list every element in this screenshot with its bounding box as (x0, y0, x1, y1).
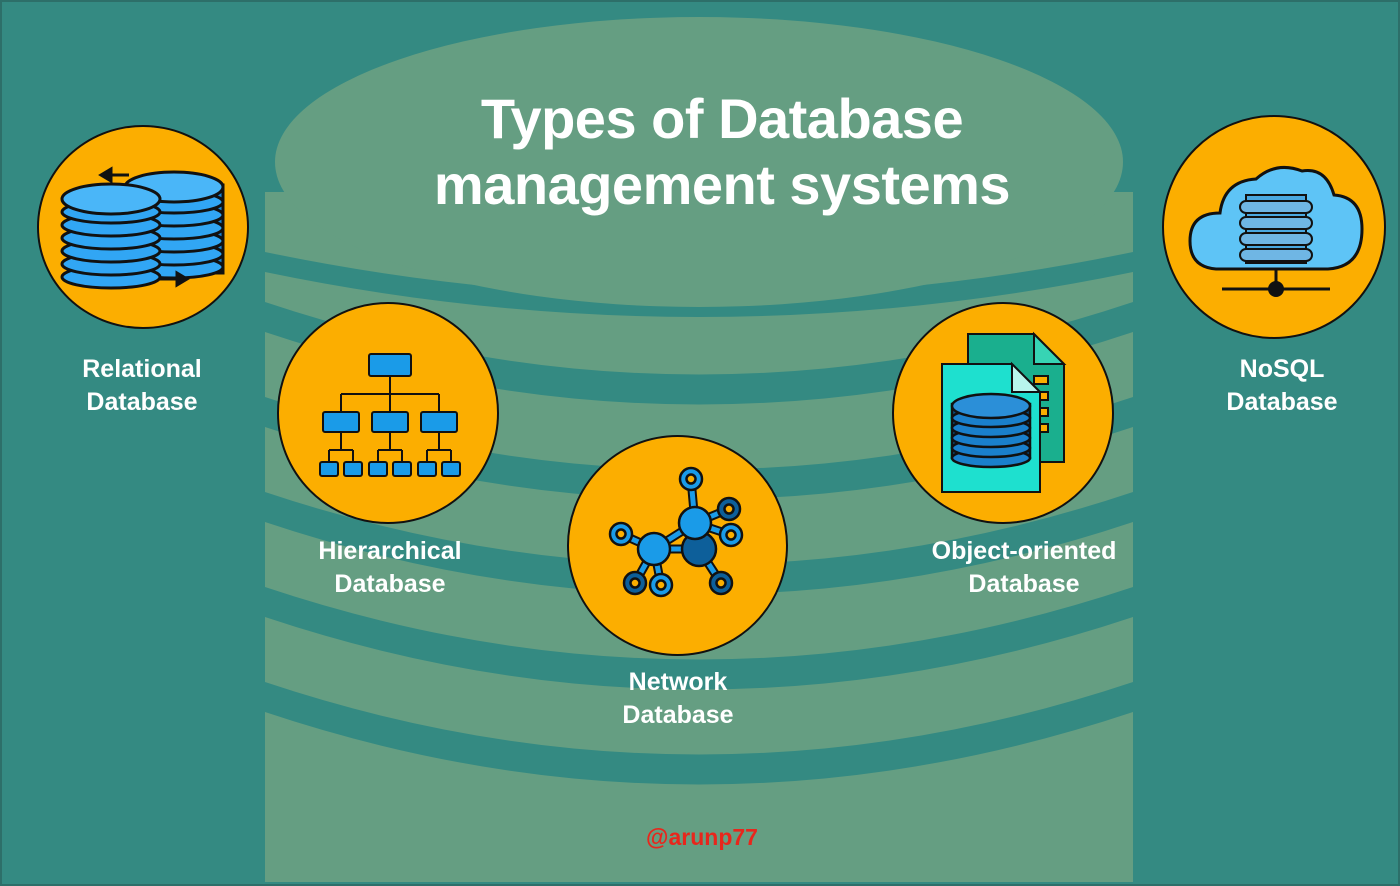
relational-database-label: Relational Database (82, 355, 202, 416)
object-oriented-database-node (892, 302, 1114, 524)
nosql-database-label: NoSQL Database (1226, 355, 1338, 416)
author-credit: @arunp77 (646, 824, 758, 850)
object-oriented-database-label: Object-oriented Database (931, 537, 1117, 598)
title-line-1: Types of Database (480, 87, 964, 150)
stacked-databases-icon (60, 166, 225, 290)
documents-database-icon (941, 331, 1067, 493)
title-line-2: management systems (433, 153, 1011, 216)
page-title: Types of Database management systems (302, 86, 1142, 218)
nosql-database-node (1162, 115, 1386, 339)
network-database-node (567, 435, 788, 656)
network-database-label: Network Database (622, 668, 734, 729)
tree-hierarchy-icon (319, 353, 461, 477)
cloud-server-icon (1188, 165, 1364, 297)
hierarchical-database-node (277, 302, 499, 524)
network-graph-icon (608, 466, 744, 598)
relational-database-node (37, 125, 249, 329)
hierarchical-database-label: Hierarchical Database (318, 537, 462, 598)
